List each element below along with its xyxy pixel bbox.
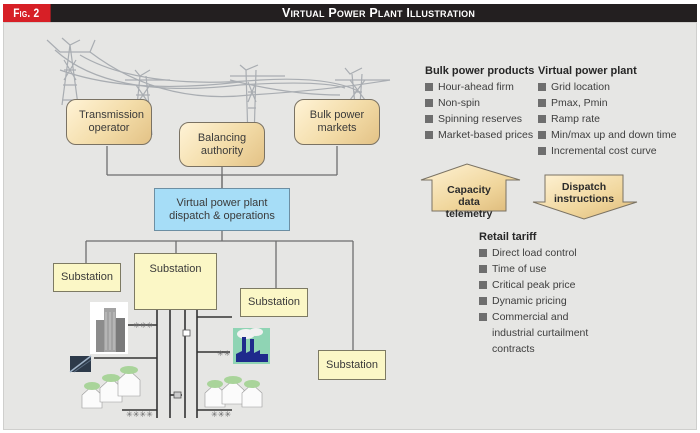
list-heading: Virtual power plant [538,65,637,77]
houses-icon [81,366,263,409]
transmission-operator-box: Transmission operator [66,99,152,145]
solar-panel-icon [69,355,92,373]
bullet-square-icon [479,265,487,273]
substation-box-2: Substation [134,253,217,310]
list-heading: Bulk power products [425,65,535,77]
list-item: Pmax, Pmin [538,95,688,111]
power-lines [54,49,391,98]
svg-text:✳✳: ✳✳ [217,349,231,358]
list-item: Min/max up and down time [538,127,688,143]
figure-title: Virtual Power Plant Illustration [281,6,476,20]
list-item: Dynamic pricing [479,293,629,309]
bullet-square-icon [479,249,487,257]
list-item: Market-based prices [425,127,535,143]
svg-text:✳✳✳: ✳✳✳ [133,321,153,330]
factory-icon [233,328,270,364]
vpp-dispatch-box: Virtual power plant dispatch & operation… [154,188,290,231]
bullet-square-icon [479,297,487,305]
bulk-power-markets-box: Bulk power markets [294,99,380,145]
list-item: Ramp rate [538,111,688,127]
bullet-square-icon [538,83,546,91]
bullet-square-icon [425,115,433,123]
connector-lines [85,146,354,350]
bullet-square-icon [479,313,487,321]
office-building-icon [90,302,128,354]
list-item: Non-spin [425,95,535,111]
dispatch-instructions-arrow [532,174,638,220]
list-item: Commercial and industrial curtailment co… [479,309,629,357]
bullet-square-icon [425,83,433,91]
substation-label: Substation [326,358,378,371]
capacity-telemetry-label: Capacity data telemetry [445,184,493,220]
substation-label: Substation [61,271,113,283]
list-item: Critical peak price [479,277,629,293]
transmission-operator-label: Transmission operator [79,109,144,134]
breaker-icons [153,295,201,399]
list-item: Incremental cost curve [538,143,688,159]
substation-label: Substation [149,263,202,275]
substation-label: Substation [248,296,300,308]
bulk-power-products-list: Bulk power products Hour-ahead firm Non-… [425,63,535,143]
list-item: Spinning reserves [425,111,535,127]
bullet-square-icon [538,147,546,155]
bullet-square-icon [425,99,433,107]
list-item: Hour-ahead firm [425,79,535,95]
list-item: Time of use [479,261,629,277]
bullet-square-icon [538,115,546,123]
svg-text:✳✳✳: ✳✳✳ [211,410,231,419]
bullet-square-icon [425,131,433,139]
retail-tariff-list: Retail tariff Direct load control Time o… [479,229,629,357]
vpp-dispatch-label: Virtual power plant dispatch & operation… [169,196,275,222]
balancing-authority-label: Balancing authority [197,131,247,157]
dispatch-instructions-label: Dispatch instructions [553,181,615,205]
bulk-power-markets-label: Bulk power markets [309,109,365,134]
balancing-authority-box: Balancing authority [179,122,265,167]
bullet-square-icon [538,131,546,139]
meter-icons: ✳✳✳ ✳✳ ✳✳✳✳ ✳✳✳ [126,321,231,419]
substation-box-1: Substation [53,263,121,292]
list-item: Direct load control [479,245,629,261]
figure-label: Fig. 2 [3,4,51,22]
bullet-square-icon [479,281,487,289]
substation-box-3: Substation [240,288,308,317]
list-item: Grid location [538,79,688,95]
header-bar [3,4,697,22]
capacity-telemetry-arrow [420,163,521,212]
list-heading: Retail tariff [479,231,537,243]
virtual-power-plant-list: Virtual power plant Grid location Pmax, … [538,63,688,159]
bullet-square-icon [538,99,546,107]
svg-text:✳✳✳✳: ✳✳✳✳ [126,410,153,419]
substation-box-4: Substation [318,350,386,380]
